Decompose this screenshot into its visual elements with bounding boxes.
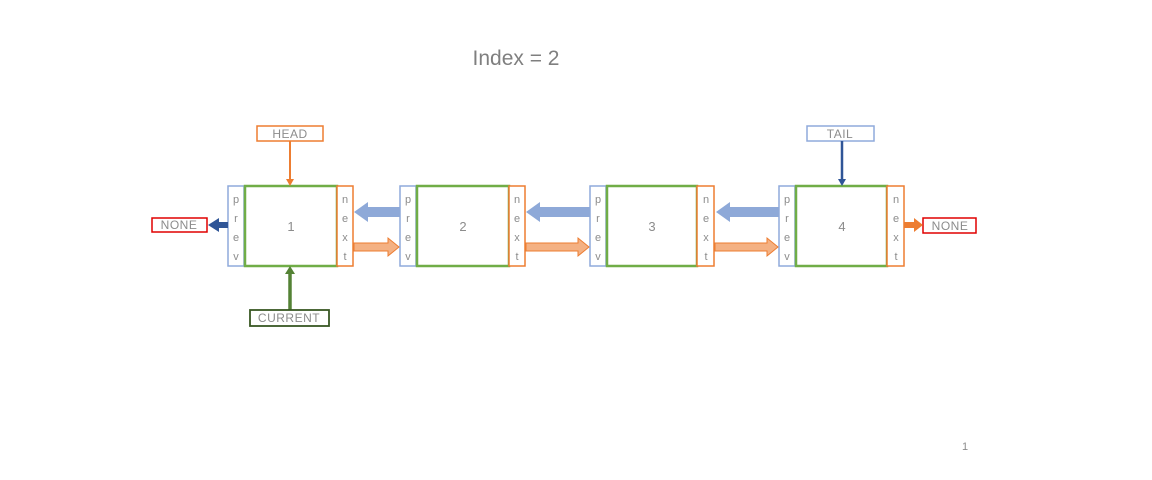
node-1-next-letter: n xyxy=(342,194,348,206)
node-3-next-letter: x xyxy=(703,232,709,244)
node-1-prev-letter: p xyxy=(233,194,239,206)
node-4-prev-letter: p xyxy=(784,194,790,206)
none-right-label: NONE xyxy=(932,219,969,233)
node-2-value-box xyxy=(415,184,511,268)
node-4-next-letter: e xyxy=(893,213,899,225)
tail-label: TAIL xyxy=(827,127,853,141)
node-3-prev-letter: r xyxy=(596,213,600,225)
node-4: 4 p r e v n e x t xyxy=(778,184,905,268)
node-1: 1 p r e v n e x t xyxy=(227,184,354,268)
node-3: 3 p r e v n e x t xyxy=(589,184,715,268)
node-4-value: 4 xyxy=(838,219,845,234)
node-2-value: 2 xyxy=(459,219,466,234)
node-4-prev-letter: v xyxy=(784,251,790,263)
node-4-next-letter: t xyxy=(894,251,897,263)
prev-arrow-4-to-3 xyxy=(716,202,779,222)
node-3-next-box xyxy=(696,185,715,267)
node-1-value-box xyxy=(243,184,339,268)
prev-arrow-1-to-none xyxy=(208,218,228,232)
node-3-prev-letter: v xyxy=(595,251,601,263)
node-3-prev-letter: p xyxy=(595,194,601,206)
node-4-prev-letter: r xyxy=(785,213,789,225)
head-label: HEAD xyxy=(272,127,307,141)
node-2: 2 p r e v n e x t xyxy=(399,184,526,268)
none-left-label: NONE xyxy=(161,218,198,232)
tail-pointer-head xyxy=(838,179,846,186)
current-box xyxy=(249,309,330,327)
diagram-title: Index = 2 xyxy=(473,47,560,70)
node-2-prev-letter: r xyxy=(406,213,410,225)
node-3-value: 3 xyxy=(648,219,655,234)
node-3-prev-letter: e xyxy=(595,232,601,244)
node-4-next-letter: n xyxy=(893,194,899,206)
node-1-next-letter: e xyxy=(342,213,348,225)
node-2-next-letter: x xyxy=(514,232,520,244)
next-arrow-4-to-none xyxy=(904,218,923,232)
node-4-next-letter: x xyxy=(893,232,899,244)
node-1-prev-letter: e xyxy=(233,232,239,244)
node-4-prev-letter: e xyxy=(784,232,790,244)
node-2-prev-letter: v xyxy=(405,251,411,263)
current-pointer-head xyxy=(285,266,295,274)
node-1-prev-letter: r xyxy=(234,213,238,225)
node-2-prev-letter: p xyxy=(405,194,411,206)
node-2-prev-letter: e xyxy=(405,232,411,244)
node-2-next-letter: e xyxy=(514,213,520,225)
node-1-next-letter: t xyxy=(343,251,346,263)
current-label: CURRENT xyxy=(258,311,320,325)
node-2-next-letter: t xyxy=(515,251,518,263)
node-3-value-box xyxy=(605,184,699,268)
node-3-next-letter: n xyxy=(703,194,709,206)
node-1-next-box xyxy=(336,185,354,267)
node-2-next-letter: n xyxy=(514,194,520,206)
next-arrow-1-to-2 xyxy=(353,236,400,258)
none-left-box xyxy=(151,217,208,233)
node-1-next-letter: x xyxy=(342,232,348,244)
none-right-box xyxy=(922,217,977,234)
node-1-prev-letter: v xyxy=(233,251,239,263)
next-arrow-2-to-3 xyxy=(525,236,590,258)
node-3-next-letter: e xyxy=(703,213,709,225)
head-pointer-head xyxy=(286,179,294,186)
next-arrow-3-to-4 xyxy=(714,236,779,258)
node-1-value: 1 xyxy=(287,219,294,234)
page-number: 1 xyxy=(962,441,968,453)
node-3-next-letter: t xyxy=(704,251,707,263)
prev-arrow-3-to-2 xyxy=(526,202,590,222)
prev-arrow-2-to-1 xyxy=(354,202,400,222)
node-4-value-box xyxy=(794,184,889,268)
node-2-next-box xyxy=(508,185,526,267)
tail-box xyxy=(806,125,875,142)
